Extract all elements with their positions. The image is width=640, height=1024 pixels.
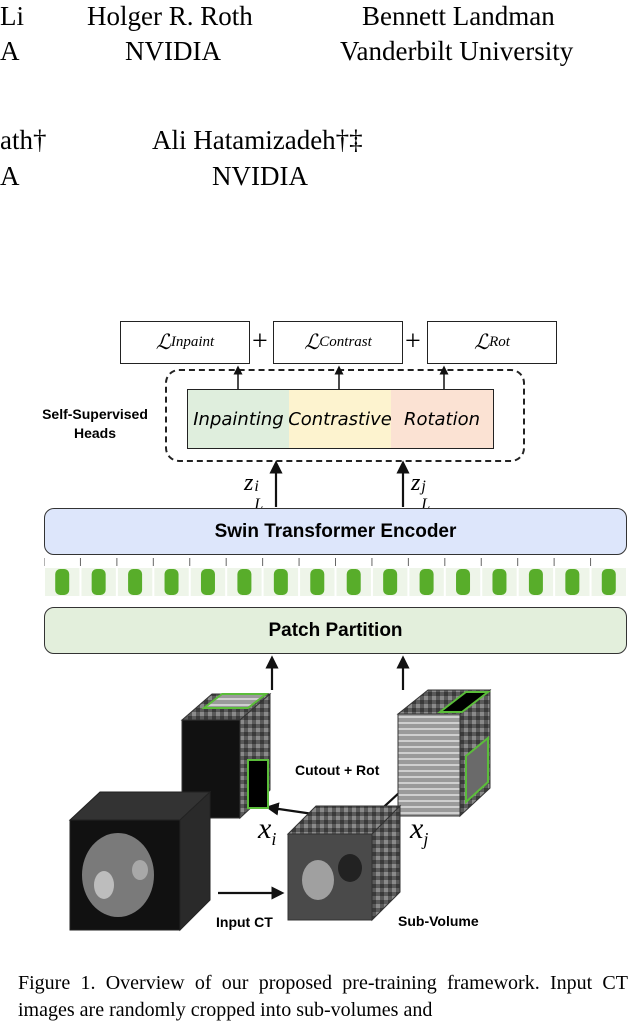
author-3-affiliation: Vanderbilt University [340,36,574,66]
author-3-name: Bennett Landman [362,1,555,31]
patch-token [310,569,325,595]
patch-token [200,569,215,595]
patch-token [237,569,252,595]
token-strip [44,558,626,596]
loss-symbol: ℒ [155,330,171,354]
patch-token [55,569,70,595]
patch-token [565,569,580,595]
patch-token [273,569,288,595]
author-5-name: Ali Hatamizadeh†‡ [152,125,363,155]
heads-label: Self-Supervised Heads [42,406,148,441]
head-rotation: Rotation [391,389,494,449]
patch-partition-bar: Patch Partition [44,607,627,654]
patch-token [346,569,361,595]
author-4-affiliation: A [0,161,20,191]
loss-symbol: ℒ [474,330,490,354]
loss-subscript: Contrast [319,334,372,350]
subvolume-cube [286,804,402,922]
head-inpainting: Inpainting [187,389,290,449]
loss-subscript: Inpaint [170,334,215,350]
ct-volumes-illustration [68,688,492,932]
author-2-name: Holger R. Roth [87,1,253,31]
input-ct-label: Input CT [216,914,273,930]
patch-token [91,569,106,595]
loss-subscript: Rot [489,334,510,350]
author-1-name: Li [0,1,24,31]
input-ct-cube [68,790,212,932]
xj-label: xj [410,812,429,849]
author-5-affiliation: NVIDIA [212,161,308,191]
patch-token [528,569,543,595]
head-contrastive: Contrastive [288,389,392,449]
plus-sign-2: + [405,326,421,357]
patch-token [383,569,398,595]
heads-container [165,369,525,462]
cutout-cube-right [396,688,492,818]
author-4-name: ath† [0,125,47,155]
patch-token [601,569,616,595]
swin-encoder-bar: Swin Transformer Encoder [44,508,627,555]
subvolume-label: Sub-Volume [398,913,479,929]
author-1-affiliation: A [0,36,20,66]
xi-label: xi [258,812,277,849]
author-2-affiliation: NVIDIA [125,36,221,66]
patch-token [419,569,434,595]
patch-token [128,569,143,595]
patch-token [456,569,471,595]
loss-symbol: ℒ [304,330,320,354]
patch-token [492,569,507,595]
patch-token [164,569,179,595]
cutout-label: Cutout + Rot [295,762,380,778]
plus-sign-1: + [252,326,268,357]
